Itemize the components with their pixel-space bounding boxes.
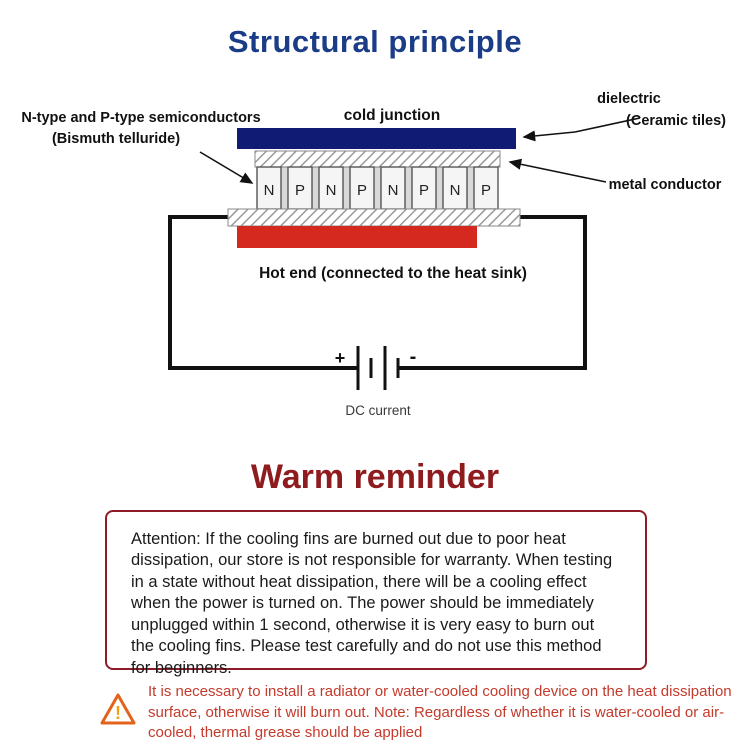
arrow-to-semiconductors xyxy=(199,151,254,184)
semiconductor-block xyxy=(411,166,437,210)
warm-reminder-box: Attention: If the cooling fins are burne… xyxy=(105,510,647,677)
connector-bar xyxy=(311,166,320,210)
semiconductor-letter: P xyxy=(357,182,367,199)
semiconductor-letter: N xyxy=(388,182,399,199)
cold-plate xyxy=(237,128,516,149)
hot-plate xyxy=(237,226,477,248)
dielectric-label: dielectric xyxy=(597,91,661,107)
semiconductor-block xyxy=(380,166,406,210)
semiconductor-block-row: N P N P N P N P xyxy=(256,166,499,210)
semiconductor-letter: N xyxy=(264,182,275,199)
metal-conductor-strip-top xyxy=(254,150,501,168)
hot-end-label: Hot end (connected to the heat sink) xyxy=(259,265,527,282)
connector-bar xyxy=(435,166,444,210)
battery-plus-label: + xyxy=(335,348,346,368)
semiconductor-block xyxy=(318,166,344,210)
bottom-warning: ! It is necessary to install a radiator … xyxy=(100,682,732,744)
semiconductor-letter: P xyxy=(419,182,429,199)
metal-conductor-label: metal conductor xyxy=(609,177,722,193)
semiconductor-block xyxy=(473,166,499,210)
arrow-to-dielectric-plate xyxy=(522,117,641,142)
battery-symbol xyxy=(356,346,400,390)
structure-diagram: + - DC current N P N P xyxy=(21,91,726,418)
battery-minus-label: - xyxy=(410,346,417,368)
semiconductors-label-line1: N-type and P-type semiconductors xyxy=(21,110,260,126)
warning-triangle-icon: ! xyxy=(100,682,136,731)
svg-text:!: ! xyxy=(115,703,121,723)
metal-conductor-strip-bottom xyxy=(227,208,521,227)
arrow-to-metal-conductor xyxy=(508,158,607,183)
wire-left xyxy=(168,215,357,370)
semiconductor-block xyxy=(442,166,468,210)
warm-reminder-title: Warm reminder xyxy=(250,458,500,496)
semiconductors-label-line2: (Bismuth telluride) xyxy=(52,131,180,147)
connector-bar xyxy=(280,166,289,210)
semiconductor-letter: P xyxy=(295,182,305,199)
wire-right xyxy=(399,215,587,370)
connector-bar xyxy=(373,166,382,210)
page-title: Structural principle xyxy=(227,24,523,59)
semiconductor-letter: P xyxy=(481,182,491,199)
warm-reminder-body: Attention: If the cooling fins are burne… xyxy=(131,530,613,677)
warning-text: It is necessary to install a radiator or… xyxy=(148,683,732,742)
semiconductor-block xyxy=(287,166,313,210)
connector-bar xyxy=(404,166,413,210)
ceramic-tiles-label: (Ceramic tiles) xyxy=(626,113,726,129)
cold-junction-label: cold junction xyxy=(344,107,440,124)
connector-bar xyxy=(342,166,351,210)
semiconductor-letter: N xyxy=(450,182,461,199)
dc-current-label: DC current xyxy=(345,403,411,418)
connector-bar xyxy=(466,166,475,210)
semiconductor-letter: N xyxy=(326,182,337,199)
